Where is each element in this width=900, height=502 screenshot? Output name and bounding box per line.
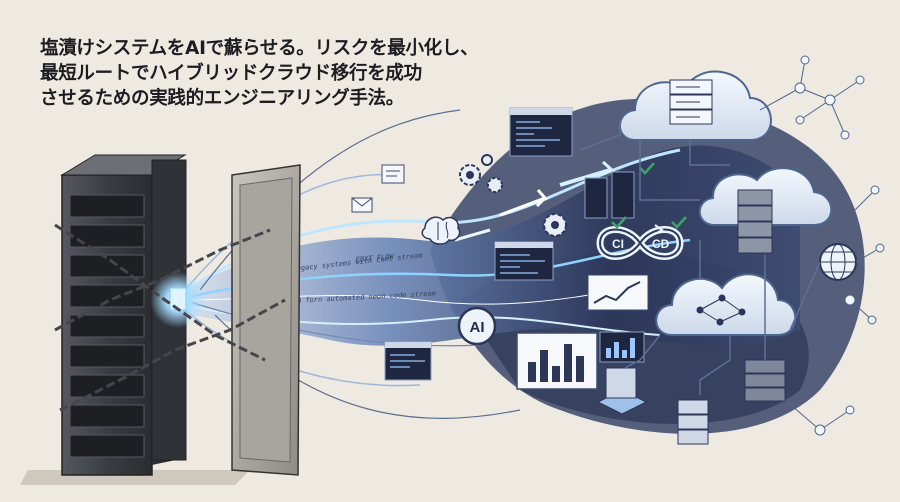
checkmark-icon	[611, 162, 687, 229]
chain-icon	[54, 223, 286, 412]
ci-cd-loop-icon: CI CD	[596, 224, 684, 260]
code-window-icon	[584, 171, 635, 219]
headline-line-1: 塩漬けシステムをAIで蘇らせる。リスクを最小化し、	[40, 38, 479, 59]
brain-icon	[421, 216, 461, 245]
envelope-icon	[351, 197, 373, 213]
gear-icon	[459, 154, 503, 193]
code-window-icon	[494, 241, 554, 281]
stream-label-ebx-flow: EBXT FLOW	[355, 253, 394, 264]
svg-text:AI: AI	[470, 319, 485, 336]
connector-lines	[579, 120, 821, 395]
server-stack-icon	[737, 189, 773, 254]
bar-chart-icon	[599, 331, 645, 363]
code-window-icon	[509, 107, 573, 157]
cloud-icon	[655, 273, 797, 336]
ai-badge: AI	[457, 306, 497, 346]
bar-chart-icon	[587, 274, 649, 311]
server-stack-icon	[669, 79, 713, 125]
bar-chart-icon	[516, 332, 598, 390]
headline: 塩漬けシステムをAIで蘇らせる。リスクを最小化し、 最短ルートでハイブリッドクラ…	[40, 36, 560, 111]
server-stack-icon	[677, 399, 709, 445]
headline-line-2: 最短ルートでハイブリッドクラウド移行を成功	[40, 63, 422, 84]
server-stack-icon	[744, 359, 786, 402]
gear-icon	[543, 213, 567, 237]
legacy-server-icon	[20, 154, 301, 485]
network-node-icon	[759, 55, 885, 436]
globe-icon	[819, 243, 857, 281]
svg-text:CD: CD	[652, 237, 670, 251]
headline-line-3: させるための実践的エンジニアリング手法。	[40, 88, 405, 109]
code-window-icon	[384, 341, 432, 381]
server-stack-icon	[596, 367, 648, 415]
code-window-icon	[381, 164, 405, 184]
svg-text:CI: CI	[612, 237, 624, 251]
